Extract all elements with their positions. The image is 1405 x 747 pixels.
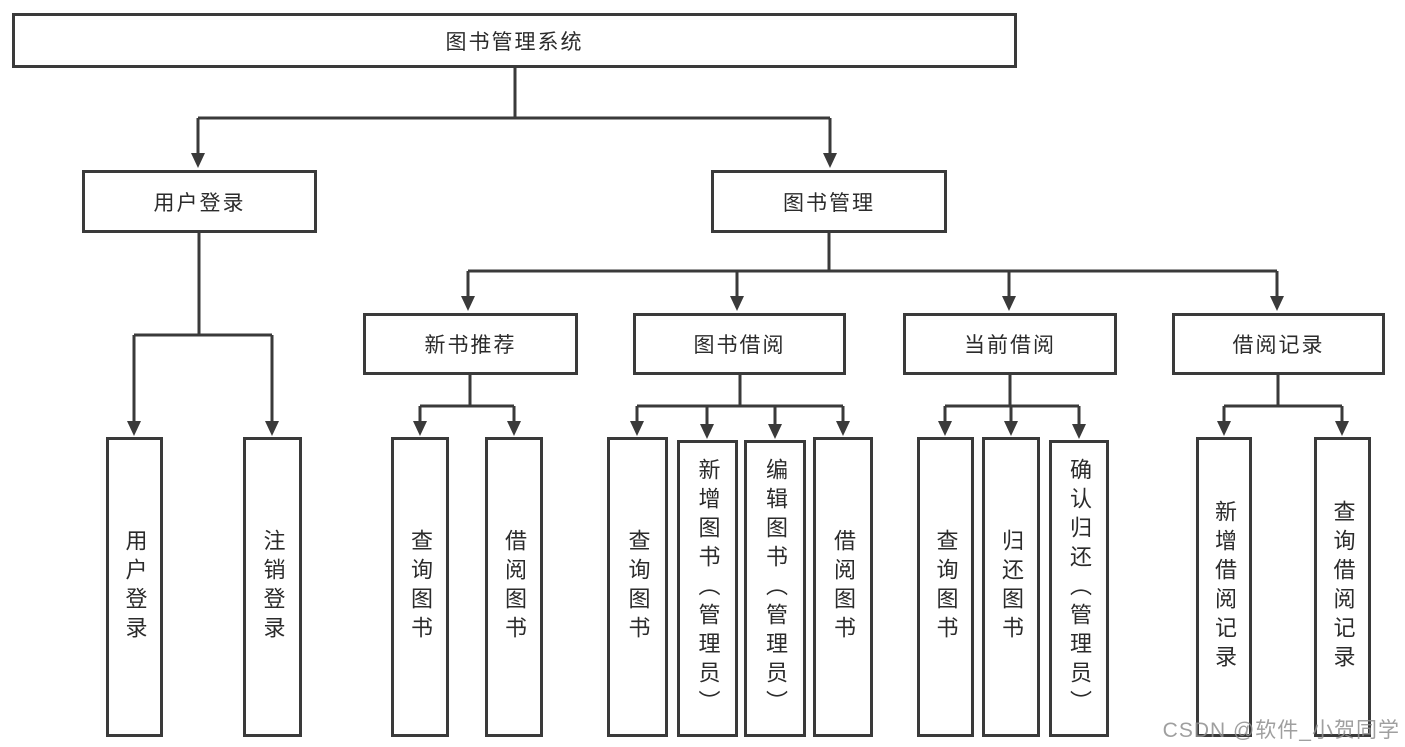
arrowheads: [127, 153, 1349, 439]
leaf-user-login: 用户登录: [106, 437, 163, 737]
node-book-borrow: 图书借阅: [633, 313, 846, 375]
leaf-query-borrow-record: 查询借阅记录: [1314, 437, 1371, 737]
leaf-borrow-books-recommend: 借阅图书: [485, 437, 543, 737]
leaf-query-books-borrow: 查询图书: [607, 437, 668, 737]
leaf-add-borrow-record: 新增借阅记录: [1196, 437, 1252, 737]
leaf-add-books-admin: 新增图书（管理员）: [677, 440, 738, 737]
leaf-borrow-books: 借阅图书: [813, 437, 873, 737]
leaf-logout-login: 注销登录: [243, 437, 302, 737]
leaf-query-books-current: 查询图书: [917, 437, 974, 737]
node-borrow-records: 借阅记录: [1172, 313, 1385, 375]
node-current-borrow: 当前借阅: [903, 313, 1117, 375]
node-user-login: 用户登录: [82, 170, 317, 233]
node-book-management: 图书管理: [711, 170, 947, 233]
leaf-confirm-return-admin: 确认归还（管理员）: [1049, 440, 1109, 737]
csdn-watermark: CSDN @软件_小贺同学: [1162, 719, 1400, 742]
leaf-return-books: 归还图书: [982, 437, 1040, 737]
node-new-book-recommend: 新书推荐: [363, 313, 578, 375]
node-root: 图书管理系统: [12, 13, 1017, 68]
leaf-edit-books-admin: 编辑图书（管理员）: [744, 440, 806, 737]
leaf-query-books-recommend: 查询图书: [391, 437, 449, 737]
